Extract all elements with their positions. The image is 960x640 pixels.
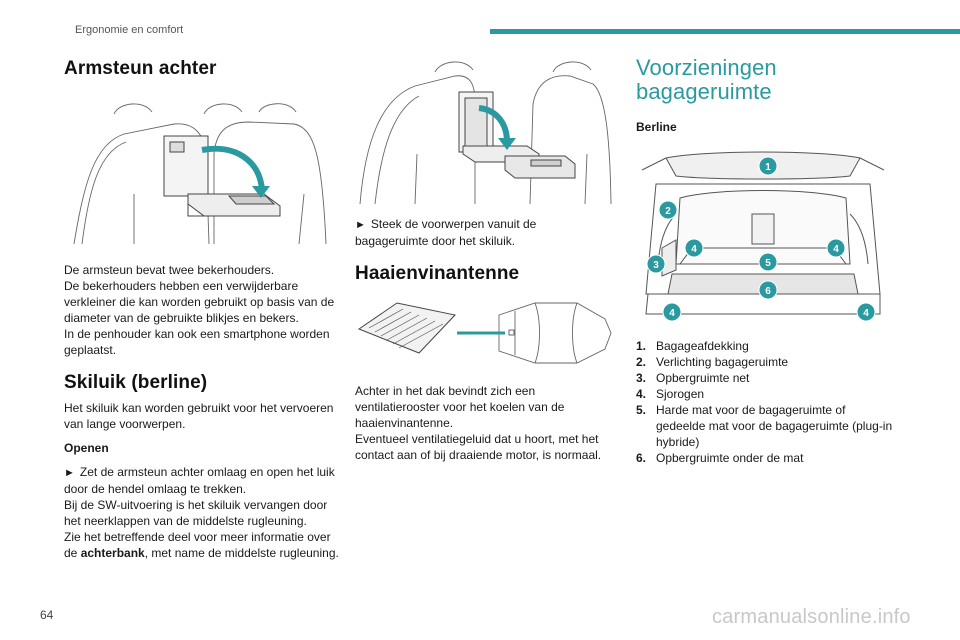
arrow-bullet-icon: ► bbox=[355, 219, 366, 231]
legend-number: 4. bbox=[636, 387, 647, 401]
ski-hatch-illustration bbox=[355, 54, 613, 206]
boot-legend: 1. Bagageafdekking 2. Verlichting bagageru… bbox=[636, 338, 894, 466]
legend-text: Sjorogen bbox=[656, 387, 705, 401]
rear-seat-armrest-drawing bbox=[73, 103, 327, 245]
armrest-text-2: De bekerhouders hebben een verwijderbare… bbox=[64, 279, 335, 325]
page-number: 64 bbox=[40, 608, 54, 622]
callout-2-marker bbox=[658, 200, 678, 220]
list-item: 5. Harde mat voor de bagageruimte of gede… bbox=[636, 402, 894, 450]
list-item: 6. Opbergruimte onder de mat bbox=[636, 450, 894, 466]
armrest-title: Armsteun achter bbox=[64, 58, 217, 79]
callout-4a-marker bbox=[684, 238, 704, 258]
armrest-arrow bbox=[201, 145, 265, 191]
ski-step: ►Steek de voorwerpen vanuit de bagagerui… bbox=[355, 216, 613, 249]
legend-number: 6. bbox=[636, 451, 647, 465]
callout-4a-label: 4 bbox=[691, 244, 697, 255]
callout-2-label: 2 bbox=[665, 206, 671, 217]
callout-3-label: 3 bbox=[653, 260, 659, 271]
legend-text: Opbergruimte net bbox=[656, 371, 750, 385]
legend-number: 3. bbox=[636, 371, 647, 385]
callout-5-marker bbox=[758, 252, 778, 272]
list-item: 3. Opbergruimte net bbox=[636, 370, 894, 386]
legend-text: Opbergruimte onder de mat bbox=[656, 451, 804, 465]
list-item: 1. Bagageafdekking bbox=[636, 338, 894, 354]
shark-fin-antenna-drawing bbox=[357, 302, 612, 364]
callout-3-marker bbox=[646, 254, 666, 274]
list-item: 4. Sjorogen bbox=[636, 386, 894, 402]
opening-step: ►Zet de armsteun achter omlaag en open h… bbox=[64, 464, 342, 497]
legend-text: Bagageafdekking bbox=[656, 339, 749, 353]
callout-6-label: 6 bbox=[765, 286, 771, 297]
opening-step-text: Zet de armsteun achter omlaag en open he… bbox=[64, 465, 335, 496]
antenna-illustration bbox=[355, 297, 613, 367]
callout-4d-marker bbox=[856, 302, 876, 322]
legend-number: 5. bbox=[636, 403, 647, 417]
header-accent-bar bbox=[490, 29, 960, 34]
antenna-text-1: Achter in het dak bevindt zich een venti… bbox=[355, 384, 565, 430]
column-ski-antenna: ►Steek de voorwerpen vanuit de bagagerui… bbox=[355, 48, 613, 463]
opening-text-sw: Bij de SW-uitvoering is het skiluik verv… bbox=[64, 498, 328, 528]
ski-hatch-drawing bbox=[359, 61, 612, 205]
callout-4b-label: 4 bbox=[833, 244, 839, 255]
callout-4b-marker bbox=[826, 238, 846, 258]
list-item: 2. Verlichting bagageruimte bbox=[636, 354, 894, 370]
ski-hatch-text: Het skiluik kan worden gebruikt voor het… bbox=[64, 401, 334, 431]
boot-subtitle: Berline bbox=[636, 120, 677, 134]
callout-4d-label: 4 bbox=[863, 308, 869, 319]
armrest-illustration bbox=[64, 94, 334, 254]
callout-1-label: 1 bbox=[765, 162, 771, 173]
callout-6-marker bbox=[758, 280, 778, 300]
legend-text: Harde mat voor de bagageruimte of gedeel… bbox=[656, 403, 893, 449]
ref-text-bold: achterbank bbox=[80, 546, 145, 560]
arrow-bullet-icon: ► bbox=[64, 467, 75, 479]
header-section-title: Ergonomie en comfort bbox=[75, 24, 184, 36]
callout-4c-label: 4 bbox=[669, 308, 675, 319]
ski-step-text: Steek de voorwerpen vanuit de bagageruim… bbox=[355, 217, 537, 248]
antenna-title: Haaienvinantenne bbox=[355, 263, 520, 284]
opening-subtitle: Openen bbox=[64, 441, 109, 455]
callout-4c-marker bbox=[662, 302, 682, 322]
boot-title: Voorzieningen bagageruimte bbox=[636, 55, 777, 104]
legend-number: 2. bbox=[636, 355, 647, 369]
legend-text: Verlichting bagageruimte bbox=[656, 355, 789, 369]
callout-5-label: 5 bbox=[765, 258, 771, 269]
armrest-text-1: De armsteun bevat twee bekerhouders. bbox=[64, 263, 275, 277]
watermark-text: carmanualsonline.info bbox=[712, 606, 911, 628]
antenna-text-2: Eventueel ventilatiegeluid dat u hoort, … bbox=[355, 432, 602, 462]
ski-hatch-title: Skiluik (berline) bbox=[64, 372, 208, 393]
legend-number: 1. bbox=[636, 339, 647, 353]
callout-1-marker bbox=[758, 156, 778, 176]
column-armrest: Armsteun achter De ar bbox=[64, 48, 342, 561]
opening-text-ref: Zie het betreffende deel voor meer infor… bbox=[64, 529, 342, 561]
boot-illustration: 1 2 3 4 4 5 6 4 4 bbox=[636, 144, 890, 322]
boot-drawing: 1 2 3 4 4 5 6 4 4 bbox=[641, 151, 885, 322]
ski-hatch-arrow bbox=[478, 105, 510, 143]
ref-text-c: , met name de middelste rugleuning. bbox=[144, 546, 339, 560]
column-boot: Voorzieningen bagageruimte Berline bbox=[636, 48, 894, 466]
ref-text-a: Zie het betreffende deel voor meer infor… bbox=[64, 530, 331, 560]
armrest-text-3: In de penhouder kan ook een smartphone w… bbox=[64, 327, 330, 357]
